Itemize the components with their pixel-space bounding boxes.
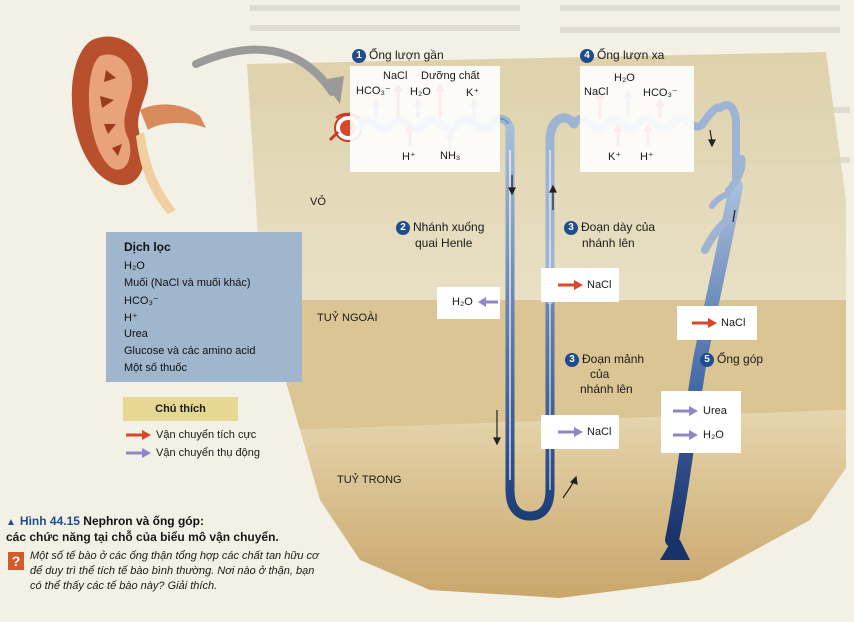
ascending-limb [545,113,579,305]
segment-3a-label-line1: Đoạn dày của [581,220,656,234]
segment-2-label-line1: Nhánh xuống [413,220,485,234]
segment-4-label: Ống lượn xa [597,48,665,62]
cd-nacl-label: NaCl [721,317,746,329]
legend-active: Vận chuyển tích cực [156,429,257,441]
filtrate-item: H₂O [124,260,145,272]
active-arrow-icon [692,318,717,328]
question-line3: có thể thấy các tế bào này? Giải thích. [30,580,218,592]
descending-h2o-label: H₂O [452,296,473,308]
filtrate-item: HCO₃⁻ [124,295,159,307]
segment-1-label: Ống lượn gần [369,48,444,62]
box1-h: H⁺ [402,151,416,163]
box4-nacl: NaCl [584,86,609,98]
passive-arrow-icon [673,430,698,440]
segment-1-number: 1 [352,49,366,63]
caption-triangle-icon: ▲ [6,517,16,528]
region-outer-medulla: TUỶ NGOÀI [317,312,378,324]
box1-hco3: HCO₃⁻ [356,85,391,97]
segment-3b-label-line3: nhánh lên [580,382,633,396]
box1-nh3: NH₃ [440,150,461,162]
kidney-illustration [71,36,344,214]
passive-arrow-icon [673,406,698,416]
figure-caption: ▲Hình 44.15 Nephron và ống góp: [6,514,204,528]
box4-h: H⁺ [640,151,654,163]
cd-h2o-label: H₂O [703,429,724,441]
question-icon: ? [8,552,24,570]
box-distal [580,66,694,172]
caption-title-line2: các chức năng tại chỗ của biểu mô vận ch… [6,530,279,544]
segment-3b-label-line2: của [590,367,610,381]
active-arrow-icon [558,280,583,290]
box-cd-urea-h2o [661,391,741,453]
inner-medulla-region [300,410,846,598]
filtrate-title: Dịch lọc [124,240,171,254]
caption-figure-number: Hình 44.15 [19,514,80,528]
legend-passive: Vận chuyển thụ động [156,447,260,459]
passive-arrow-icon [558,427,583,437]
region-inner-medulla: TUỶ TRONG [337,474,402,486]
segment-3b-label-line1: Đoạn mảnh [582,352,645,366]
filtrate-box: Dịch lọc H₂O Muối (NaCl và muối khác) HC… [106,232,302,382]
question-line1: Một số tế bào ở các ống thận tổng hợp cá… [30,550,319,562]
segment-3b-number: 3 [565,353,579,367]
thick-nacl-label: NaCl [587,279,612,291]
box4-hco3: HCO₃⁻ [643,87,678,99]
caption-title-line1: Nephron và ống góp: [83,514,204,528]
box1-nacl: NaCl [383,70,408,82]
segment-2-label-line2: quai Henle [415,236,473,250]
filtrate-item: Muối (NaCl và muối khác) [124,277,251,289]
passive-arrow-icon [126,448,151,458]
segment-4-number: 4 [580,49,594,63]
segment-5-label: Ống góp [717,352,764,366]
flow-arrows [493,129,736,499]
descending-limb [505,123,555,521]
region-cortex: VỎ [310,196,326,208]
legend-title: Chú thích [123,397,238,421]
passive-arrow-icon [478,297,498,307]
filtrate-item: Một số thuốc [124,362,187,374]
question-line2: để duy trì thể tích tế bào bình thường. … [30,565,315,577]
filtrate-item: Glucose và các amino acid [124,345,256,357]
thin-nacl-label: NaCl [587,426,612,438]
segment-3a-number: 3 [564,221,578,235]
segment-3a-label-line2: nhánh lên [582,236,635,250]
cd-urea-label: Urea [703,405,727,417]
box1-nutrients: Dưỡng chất [421,70,480,82]
box1-k: K⁺ [466,87,480,99]
filtrate-item: H⁺ [124,312,138,324]
segment-2-number: 2 [396,221,410,235]
filtrate-item: Urea [124,328,148,340]
box1-h2o: H₂O [410,86,431,98]
segment-5-number: 5 [700,353,714,367]
active-arrow-icon [126,430,151,440]
box4-k: K⁺ [608,151,622,163]
box4-h2o: H₂O [614,72,635,84]
box-proximal [350,66,500,172]
